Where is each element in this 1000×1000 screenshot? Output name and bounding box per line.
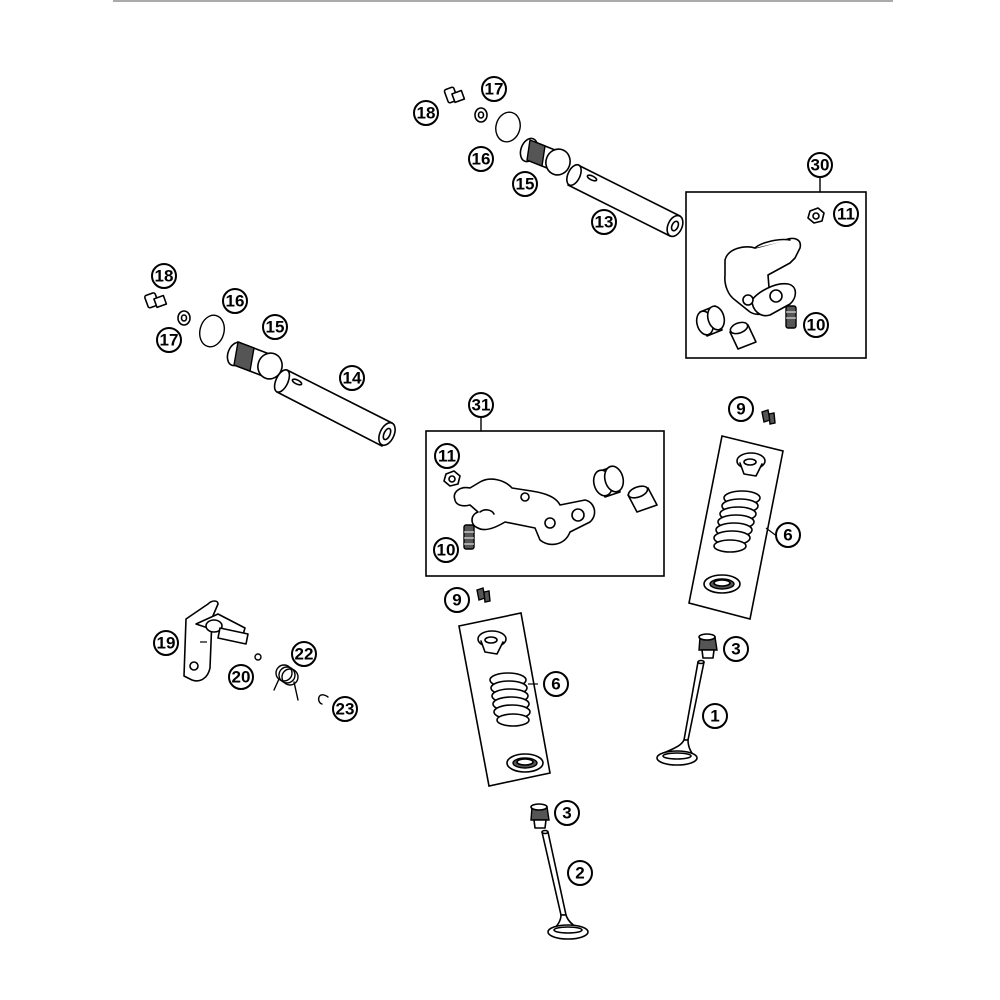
upper-shaft-group <box>443 86 684 238</box>
svg-text:1: 1 <box>710 707 719 726</box>
svg-text:2: 2 <box>575 864 584 883</box>
callout-30: 30 <box>807 152 833 178</box>
svg-text:6: 6 <box>551 675 560 694</box>
pin-31 <box>627 485 658 513</box>
callout-18-upper: 18 <box>413 100 439 126</box>
spring-retainer-right <box>736 452 766 477</box>
svg-text:11: 11 <box>438 447 456 466</box>
svg-text:17: 17 <box>485 80 504 99</box>
oring-16-upper <box>495 111 521 143</box>
leader-lines <box>200 527 779 685</box>
roller-31 <box>592 465 625 498</box>
cotters-9-middle <box>476 587 491 603</box>
svg-text:3: 3 <box>562 804 571 823</box>
svg-text:19: 19 <box>157 634 176 653</box>
callout-10-box31: 10 <box>433 537 459 563</box>
rocker-assembly-30 <box>685 177 867 359</box>
valve-spring-right <box>713 490 761 553</box>
callout-11-box31: 11 <box>434 443 460 469</box>
callout-9-middle: 9 <box>444 587 470 613</box>
valve-seal-3-lower <box>530 803 550 829</box>
callout-19: 19 <box>153 630 179 656</box>
svg-text:13: 13 <box>595 213 614 232</box>
callout-15-upper: 15 <box>512 171 538 197</box>
callout-16-left: 16 <box>222 288 248 314</box>
svg-text:18: 18 <box>417 104 436 123</box>
svg-text:30: 30 <box>811 156 830 175</box>
spring-seat-right <box>703 574 741 594</box>
oring-16-left <box>198 314 226 348</box>
adjuster-screw-10b <box>463 524 475 550</box>
bolt-18-left <box>144 292 168 309</box>
svg-text:18: 18 <box>155 267 174 286</box>
callout-14: 14 <box>339 365 365 391</box>
shaft-14 <box>273 369 396 447</box>
callout-23: 23 <box>332 696 358 722</box>
spring-seat-middle <box>506 753 544 773</box>
callout-1: 1 <box>702 703 728 729</box>
svg-text:14: 14 <box>343 369 362 388</box>
callout-17-upper: 17 <box>481 76 507 102</box>
callout-6-middle: 6 <box>543 671 569 697</box>
svg-text:16: 16 <box>226 292 245 311</box>
callout-13: 13 <box>591 209 617 235</box>
ring-20 <box>254 653 262 661</box>
svg-text:10: 10 <box>437 541 456 560</box>
callout-15-left: 15 <box>262 314 288 340</box>
pin-30 <box>729 321 757 350</box>
valve-seal-3-right <box>698 633 718 659</box>
callout-31: 31 <box>468 392 494 418</box>
callouts: 18 17 16 15 13 30 11 10 18 16 17 15 14 3… <box>151 76 859 886</box>
callout-6-right: 6 <box>775 522 801 548</box>
svg-text:20: 20 <box>232 668 251 687</box>
callout-3-right: 3 <box>723 636 749 662</box>
valve-spring-group-right <box>688 409 784 620</box>
spring-retainer-middle <box>477 630 507 655</box>
svg-text:15: 15 <box>266 318 285 337</box>
adjuster-screw-10a <box>785 305 797 329</box>
svg-text:10: 10 <box>807 316 826 335</box>
washer-17-upper <box>474 107 488 123</box>
callout-3-lower: 3 <box>554 800 580 826</box>
callout-18-left: 18 <box>151 263 177 289</box>
washer-17-left <box>177 310 191 326</box>
cotters-9-right <box>761 409 776 425</box>
rocker-assembly-31 <box>425 416 665 577</box>
svg-text:17: 17 <box>160 331 179 350</box>
svg-text:22: 22 <box>295 645 314 664</box>
valve-spring-middle <box>489 672 531 727</box>
callout-20: 20 <box>228 664 254 690</box>
svg-text:16: 16 <box>472 150 491 169</box>
callout-22: 22 <box>291 641 317 667</box>
circlip-23 <box>317 694 329 705</box>
callout-10-box30: 10 <box>803 312 829 338</box>
sleeve-15-left <box>226 341 283 380</box>
torsion-spring-22 <box>273 664 299 701</box>
svg-text:9: 9 <box>452 591 461 610</box>
lever-19 <box>183 600 249 682</box>
svg-text:9: 9 <box>736 400 745 419</box>
callout-11-box30: 11 <box>833 201 859 227</box>
svg-text:11: 11 <box>837 205 855 224</box>
svg-text:6: 6 <box>783 526 792 545</box>
bolt-18-upper <box>443 86 466 104</box>
sleeve-15-upper <box>519 137 571 176</box>
svg-text:15: 15 <box>516 175 535 194</box>
left-shaft-group <box>144 292 396 447</box>
valve-1 <box>656 633 718 766</box>
shaft-13 <box>566 163 684 238</box>
valve-spring-group-middle <box>458 587 551 787</box>
callout-2: 2 <box>567 860 593 886</box>
callout-9-right: 9 <box>728 396 754 422</box>
svg-text:3: 3 <box>731 640 740 659</box>
svg-text:31: 31 <box>472 396 491 415</box>
valve-2 <box>530 803 589 940</box>
callout-16-upper: 16 <box>468 146 494 172</box>
roller-30 <box>695 305 726 337</box>
svg-text:23: 23 <box>336 700 355 719</box>
callout-17-left: 17 <box>156 327 182 353</box>
lever-group <box>183 600 329 705</box>
